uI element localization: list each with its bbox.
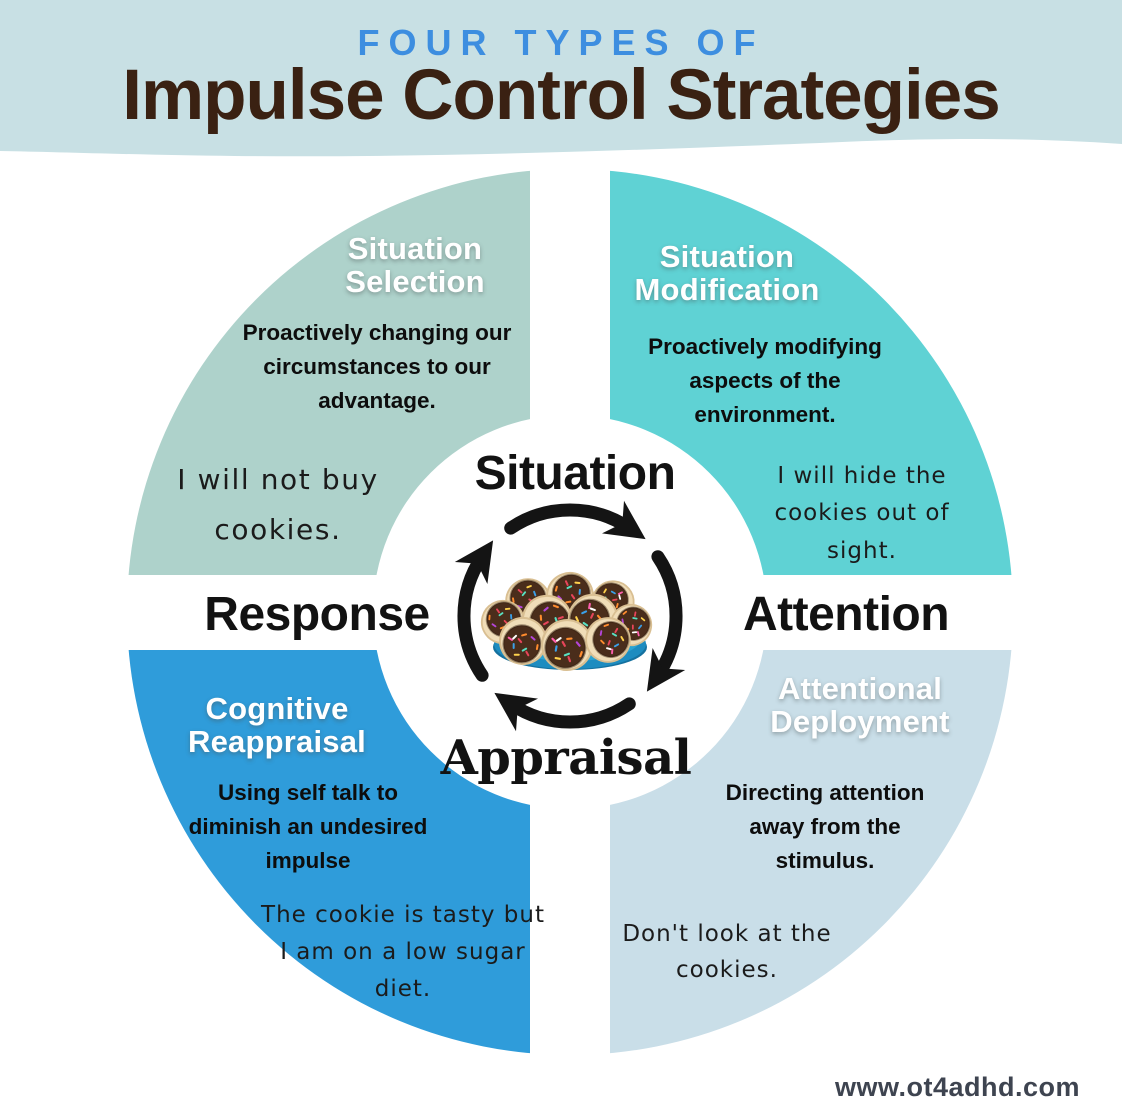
cycle-arrow-bottom <box>494 692 636 732</box>
header-eyebrow: FOUR TYPES OF <box>357 22 765 63</box>
cookie-plate-image <box>476 564 660 681</box>
cycle-label-attention: Attention <box>742 588 950 641</box>
quadrant-description-attentional-deployment: Directing attention away from the stimul… <box>725 780 925 873</box>
quadrant-title-situation-selection: Situation Selection <box>345 231 485 300</box>
cycle-label-situation: Situation <box>474 447 676 500</box>
quadrant-title-situation-modification: Situation Modification <box>634 239 820 308</box>
page-title: Impulse Control Strategies <box>122 56 1000 135</box>
quadrant-title-cognitive-reappraisal: Cognitive Reappraisal <box>188 691 366 760</box>
cycle-arrow-top <box>504 500 646 540</box>
quadrant-example-situation-modification: I will hide the cookies out of sight. <box>774 463 950 564</box>
quadrant-description-cognitive-reappraisal: Using self talk to diminish an undesired… <box>188 780 428 873</box>
quadrant-example-attentional-deployment: Don't look at the cookies. <box>622 921 832 983</box>
cycle-label-response: Response <box>204 588 430 641</box>
quadrant-description-situation-selection: Proactively changing our circumstances t… <box>242 320 512 413</box>
quadrant-description-situation-modification: Proactively modifying aspects of the env… <box>648 334 882 427</box>
cycle-arrows <box>454 500 686 732</box>
website-url: www.ot4adhd.com <box>834 1072 1080 1102</box>
header-band <box>0 0 1122 157</box>
cycle-arrow-left <box>454 540 494 682</box>
cycle-label-appraisal: Appraisal <box>440 730 692 786</box>
quadrant-title-attentional-deployment: Attentional Deployment <box>770 671 950 740</box>
cycle-arrow-right <box>646 550 686 692</box>
quadrant-example-situation-selection: I will not buy cookies. <box>177 463 379 547</box>
quadrant-example-cognitive-reappraisal: The cookie is tasty but I am on a low su… <box>261 902 545 1002</box>
